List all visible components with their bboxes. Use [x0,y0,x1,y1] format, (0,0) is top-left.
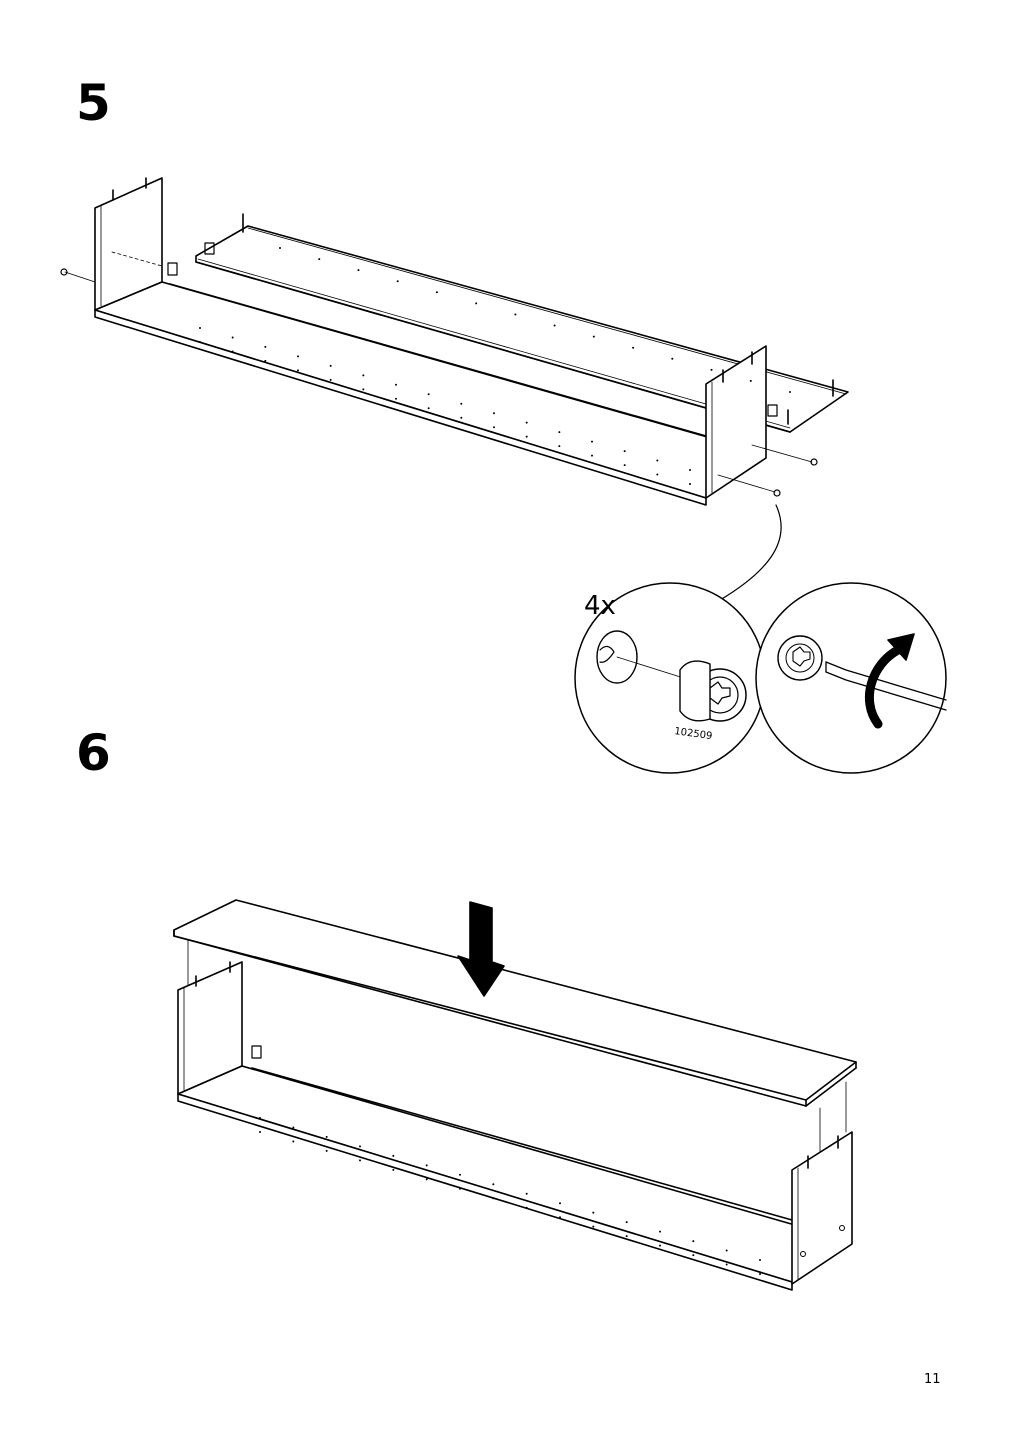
panel-hole [759,1273,761,1275]
cam-lock-fitting-icon [596,630,747,722]
panel-hole [759,1259,761,1261]
panel-hole [659,1230,661,1233]
right-side-panel [705,345,818,499]
panel-hole [656,459,659,462]
panel-hole [359,1159,361,1162]
panel-hole [559,1202,561,1205]
panel-hole [493,426,495,429]
panel-hole [259,1117,261,1119]
panel-hole [553,324,556,327]
panel-hole [623,450,626,453]
panel-hole [525,1192,528,1195]
panel-hole [435,291,438,294]
panel-hole [395,383,397,386]
panel-hole [725,1249,728,1252]
panel-hole [427,407,430,410]
rotate-arrow-icon [864,633,915,729]
page-number: 11 [924,1372,941,1387]
panel-hole [514,313,517,316]
panel-hole [459,1173,461,1176]
part-number-label: 102509 [674,726,713,742]
panel-hole [459,1187,461,1190]
panel-hole [659,1244,661,1247]
panel-hole [460,416,463,419]
panel-hole [292,1140,295,1143]
panel-hole [623,464,626,467]
right-side-panel-step6 [791,1131,853,1285]
panel-hole [725,1263,728,1266]
panel-hole [264,359,267,362]
panel-hole [460,402,463,405]
panel-hole [692,1240,695,1243]
panel-hole [559,1216,561,1219]
panel-hole [671,357,674,360]
bottom-panel [94,281,761,506]
step-6-number: 6 [76,724,111,782]
panel-hole [362,374,365,377]
panel-hole [525,435,528,438]
panel-hole [427,393,430,396]
panel-hole [199,327,201,329]
top-panel [173,899,857,1161]
panel-hole [656,473,659,476]
panel-hole [292,1126,295,1129]
panel-hole [325,1149,328,1152]
panel-hole [475,302,478,305]
panel-hole [357,269,360,272]
panel-hole [359,1145,361,1148]
panel-hole [592,335,595,338]
panel-hole [625,1221,628,1224]
panel-hole [329,378,332,381]
panel-hole [259,1131,261,1133]
panel-hole [558,431,561,434]
cam-lock-detail: 4x 102509 [574,582,947,774]
panel-hole [492,1183,495,1186]
panel-hole [592,1211,595,1214]
panel-hole [425,1164,428,1167]
panel-hole [231,350,234,353]
panel-hole [396,280,399,283]
step-5-number: 5 [76,74,111,132]
panel-hole [325,1135,328,1138]
panel-hole [395,397,397,400]
panel-hole [632,346,635,349]
panel-hole [689,483,691,485]
panel-hole [525,1206,528,1209]
panel-hole [625,1235,628,1238]
panel-hole [591,454,593,457]
down-arrow-icon [457,901,505,997]
back-rail-panel [195,213,849,433]
panel-hole [710,368,713,371]
panel-hole [231,336,234,339]
panel-hole [692,1254,695,1257]
panel-hole [591,440,593,443]
screwdriver-icon [777,635,947,711]
quantity-label: 4x [584,591,616,621]
step-6-illustration [173,899,857,1291]
panel-hole [689,469,691,471]
panel-hole [425,1178,428,1181]
left-side-panel [60,177,178,311]
panel-hole [279,247,281,249]
panel-hole [392,1168,395,1171]
panel-hole [297,355,299,358]
panel-hole [264,345,267,348]
panel-hole [493,412,495,415]
panel-hole [297,369,299,372]
panel-hole [592,1225,595,1228]
bottom-panel-step6 [177,1065,841,1291]
panel-hole [749,379,752,382]
panel-hole [558,445,561,448]
panel-hole [362,388,365,391]
panel-hole [525,421,528,424]
panel-hole [789,391,791,393]
panel-hole [318,258,321,261]
panel-hole [199,341,201,343]
panel-hole [329,364,332,367]
panel-hole [392,1154,395,1157]
panel-hole [492,1197,495,1200]
step-5-illustration [60,177,849,601]
